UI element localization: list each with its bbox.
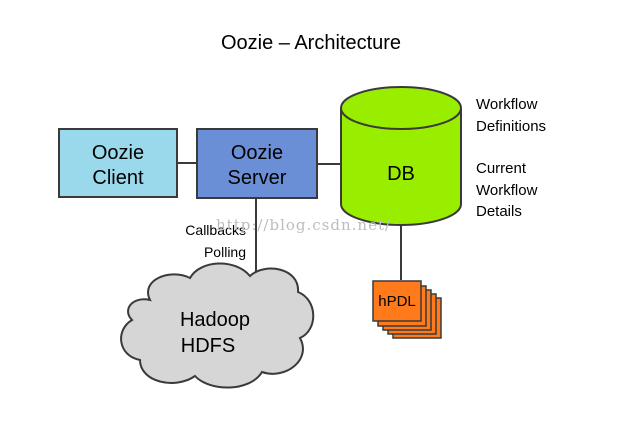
current-workflow-details-line1: Current bbox=[476, 160, 527, 177]
hpdl-document-stack: hPDL bbox=[372, 280, 442, 339]
current-workflow-details-line2: Workflow bbox=[476, 182, 538, 199]
oozie-client-label-line1: Oozie bbox=[92, 142, 144, 164]
db-label: DB bbox=[387, 163, 415, 185]
oozie-client-box: Oozie Client bbox=[58, 128, 178, 198]
watermark-text: http://blog.csdn.net/ bbox=[216, 216, 391, 234]
current-workflow-details-line3: Details bbox=[476, 203, 522, 220]
oozie-server-box: Oozie Server bbox=[196, 128, 318, 199]
oozie-server-label-line1: Oozie bbox=[231, 142, 283, 164]
diagram-title: Oozie – Architecture bbox=[221, 32, 401, 54]
hadoop-label: Hadoop bbox=[180, 309, 250, 331]
oozie-server-label-line2: Server bbox=[228, 167, 287, 189]
hdfs-label: HDFS bbox=[181, 335, 235, 357]
workflow-definitions-line1: Workflow bbox=[476, 96, 538, 113]
polling-label: Polling bbox=[204, 244, 246, 260]
hadoop-hdfs-cloud: Hadoop HDFS bbox=[120, 262, 315, 389]
workflow-definitions-line2: Definitions bbox=[476, 118, 546, 135]
callbacks-label: Callbacks bbox=[185, 222, 246, 238]
hpdl-label: hPDL bbox=[378, 293, 416, 310]
db-cylinder: DB bbox=[340, 86, 462, 226]
oozie-client-label-line2: Client bbox=[92, 167, 144, 189]
